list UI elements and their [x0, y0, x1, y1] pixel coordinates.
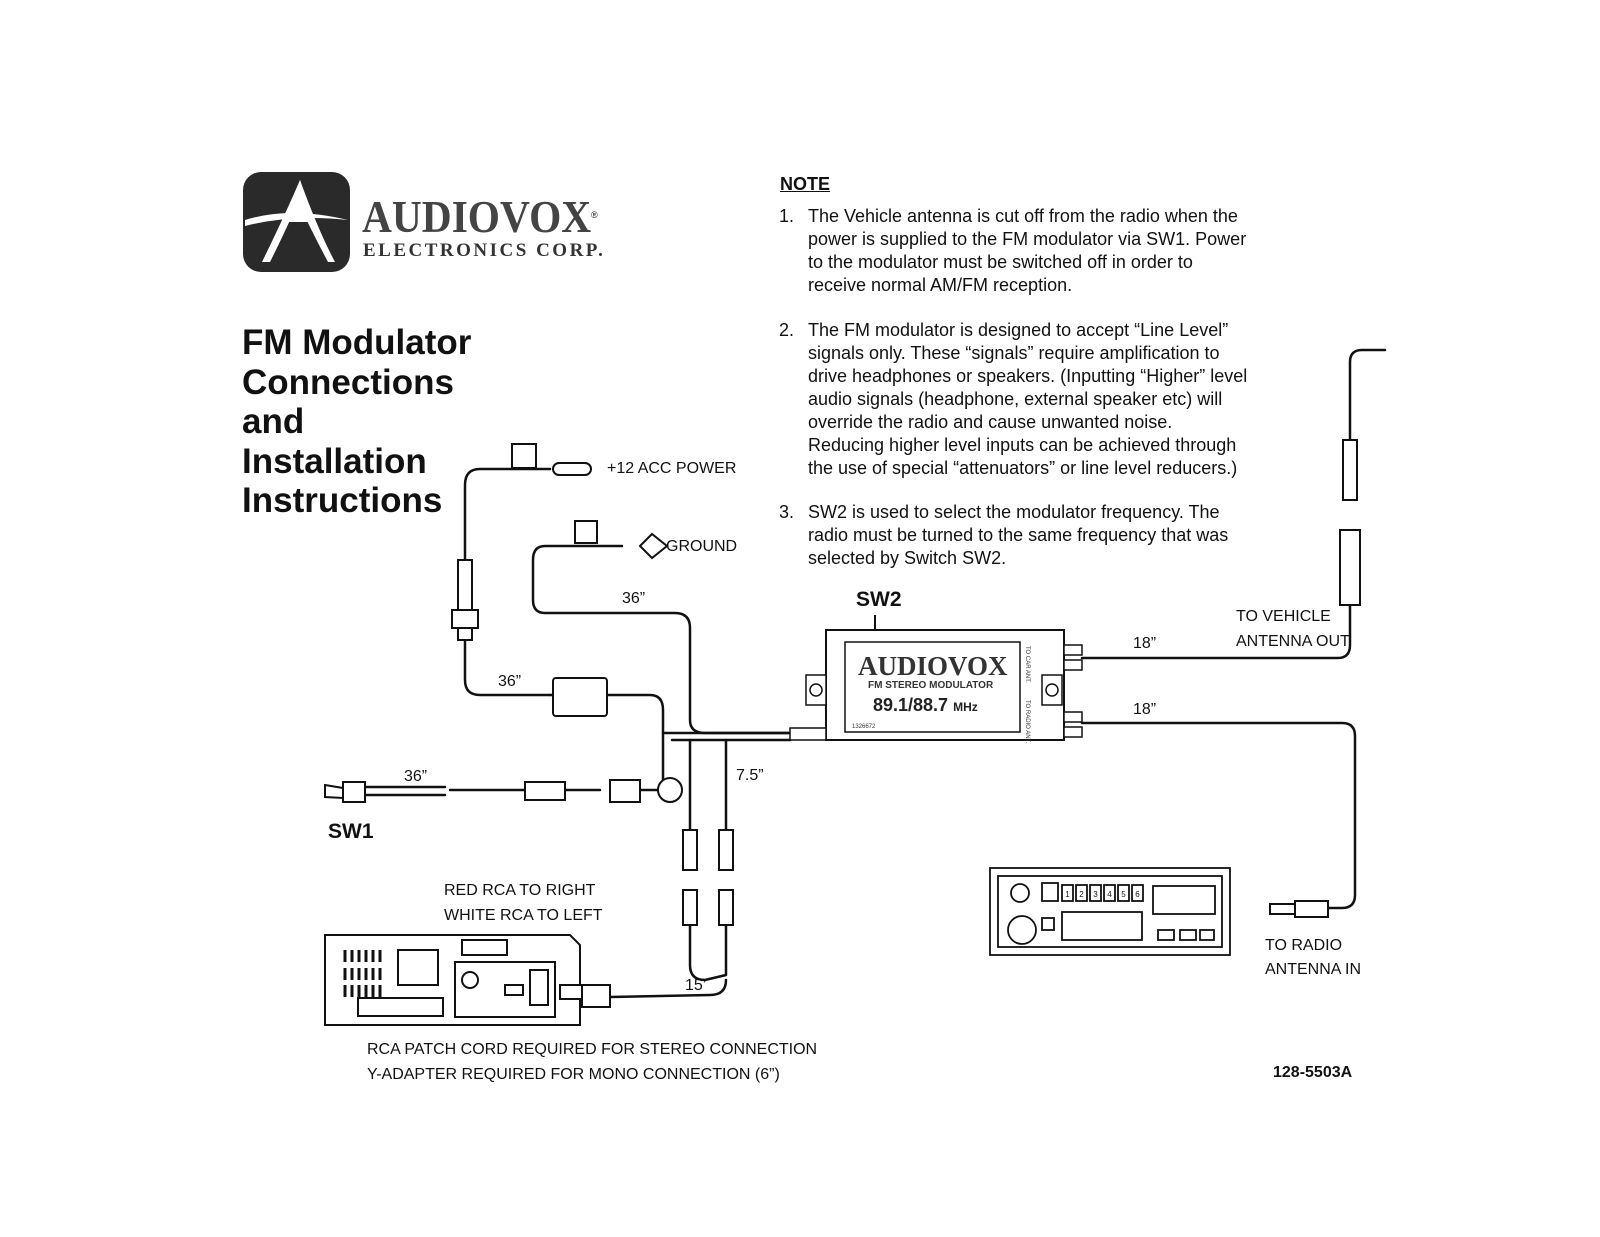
sw1-label: SW1 [328, 820, 374, 843]
modulator-code: 1326672 [852, 724, 876, 730]
radio-preset-button [1061, 884, 1074, 902]
modulator-label: FM STEREO MODULATOR [868, 680, 994, 691]
title-line: Installation [242, 441, 427, 481]
to-car-ant-label: TO CAR ANT. [1024, 646, 1030, 683]
frequency-unit: MHz [953, 700, 978, 714]
registered-mark: ® [591, 210, 598, 220]
to-vehicle-label: TO VEHICLE [1236, 608, 1331, 625]
page-title: FM Modulator Connections and Installatio… [242, 323, 471, 521]
radio-preset-button [1117, 884, 1130, 902]
note-number: 3. [779, 502, 795, 522]
title-line: Instructions [242, 481, 443, 520]
fm-modulator-unit [789, 615, 1083, 741]
ground-length-label: 36” [622, 590, 646, 607]
antenna-out-label: ANTENNA OUT [1236, 633, 1350, 650]
logo-subtitle: ELECTRONICS CORP. [363, 240, 606, 261]
antenna-in-length-label: 18” [1133, 701, 1157, 718]
radio-preset-label: 3 [1093, 890, 1098, 899]
radio-preset-label: 1 [1065, 890, 1070, 899]
patch-length-label: 15’ [685, 977, 707, 994]
radio-preset-label: 2 [1079, 890, 1084, 899]
antenna-in-label: ANTENNA IN [1265, 961, 1362, 978]
radio-preset-label: 6 [1135, 890, 1140, 899]
radio-preset-button [1075, 884, 1088, 902]
frequency-value: 89.1/88.7 [873, 695, 949, 715]
title-line: FM Modulator [242, 323, 472, 362]
note-heading: NOTE [780, 174, 831, 194]
audiovox-logo-mark [243, 172, 350, 272]
power-length-label: 36” [498, 673, 522, 690]
acc-power-label: +12 ACC POWER [607, 460, 737, 477]
to-radio-ant-label: TO RADIO ANT. [1024, 700, 1030, 744]
to-radio-label: TO RADIO [1265, 937, 1343, 954]
sw2-label: SW2 [856, 588, 902, 611]
note-item: 3. SW2 is used to select the modulator f… [779, 501, 1249, 570]
note-item: 1. The Vehicle antenna is cut off from t… [779, 205, 1249, 297]
note-number: 2. [779, 320, 795, 340]
antenna-out-length-label: 18” [1133, 635, 1157, 652]
white-rca-label: WHITE RCA TO LEFT [444, 907, 603, 924]
patch-cord-note: RCA PATCH CORD REQUIRED FOR STEREO CONNE… [367, 1041, 818, 1058]
radio-preset-label: 4 [1107, 890, 1112, 899]
radio-preset-label: 5 [1121, 890, 1126, 899]
part-number: 128-5503A [1273, 1064, 1353, 1081]
radio-preset-button [1089, 884, 1102, 902]
note-text: The FM modulator is designed to accept “… [808, 320, 1248, 478]
title-line: Connections [242, 362, 454, 402]
radio-preset-button [1103, 884, 1116, 902]
logo-wordmark: AUDIOVOX [362, 191, 592, 242]
vcr-unit [324, 934, 611, 1026]
note-text: SW2 is used to select the modulator freq… [808, 502, 1229, 568]
note-text: The Vehicle antenna is cut off from the … [808, 206, 1247, 295]
modulator-brand: AUDIOVOX [858, 651, 1008, 681]
note-number: 1. [779, 206, 795, 226]
title-line: and [242, 402, 305, 441]
ground-label: GROUND [666, 538, 738, 555]
rca-length-label: 7.5” [736, 767, 764, 784]
red-rca-label: RED RCA TO RIGHT [444, 882, 596, 899]
switch-length-label: 36” [404, 768, 428, 785]
radio-preset-button [1131, 884, 1144, 902]
y-adapter-note: Y-ADAPTER REQUIRED FOR MONO CONNECTION (… [367, 1066, 780, 1083]
note-item: 2. The FM modulator is designed to accep… [779, 319, 1249, 480]
modulator-frequency: 89.1/88.7 MHz [873, 695, 978, 716]
